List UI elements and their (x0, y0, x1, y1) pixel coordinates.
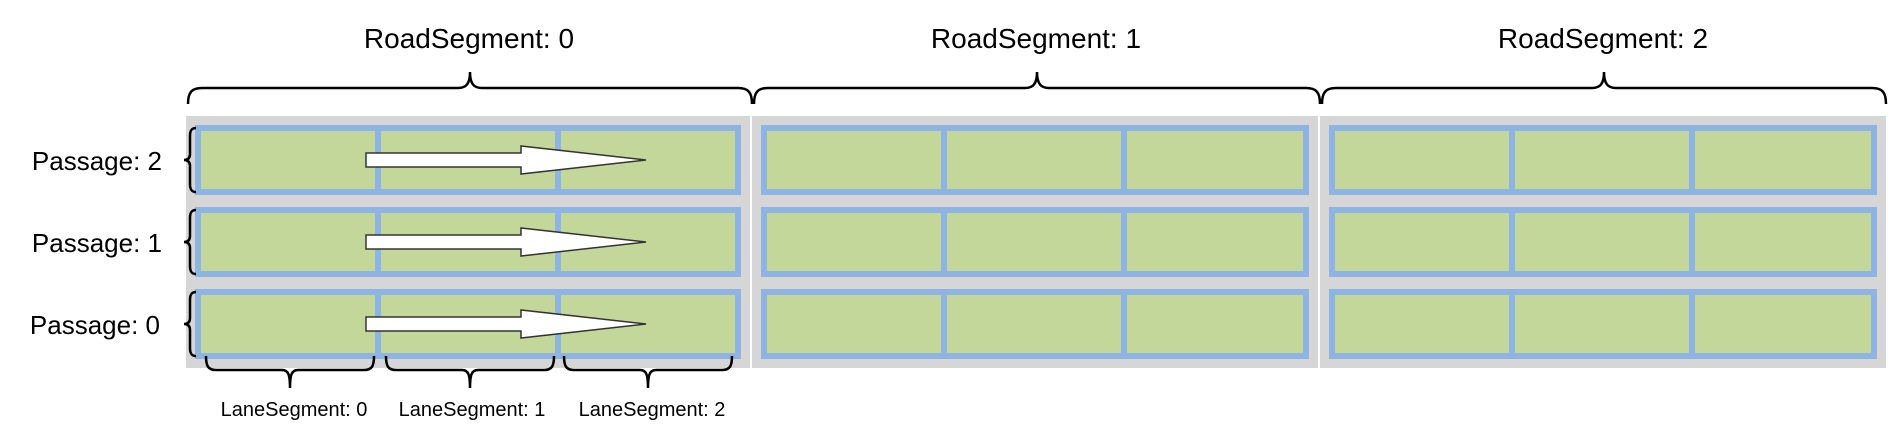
road-segment-1-passage-2 (761, 125, 1309, 195)
curly-brace-icon (186, 71, 754, 105)
lane-segment-2 (1121, 289, 1309, 359)
lane-segment-0 (1329, 289, 1515, 359)
lane-segment-2 (1689, 125, 1877, 195)
lane-segment-0 (1329, 207, 1515, 277)
lane-segment-2 (1689, 289, 1877, 359)
lane-segment-0 (761, 289, 947, 359)
passage-label: Passage: 2 (32, 146, 162, 176)
passage-label: Passage: 1 (32, 228, 162, 258)
road-segment-label: RoadSegment: 0 (364, 23, 574, 54)
lane-segment-1 (941, 125, 1127, 195)
right-arrow-icon (365, 309, 647, 339)
lane-segment-1 (1509, 289, 1695, 359)
curly-brace-icon (204, 355, 376, 389)
lane-segment-2 (1121, 125, 1309, 195)
lane-segment-0 (195, 289, 381, 359)
right-arrow-icon (365, 145, 647, 175)
curly-brace-icon (1320, 71, 1888, 105)
lane-segment-0 (761, 207, 947, 277)
curly-brace-icon (384, 355, 556, 389)
lane-segment-label: LaneSegment: 2 (579, 399, 726, 421)
passage-label: Passage: 0 (30, 310, 160, 340)
lane-segment-0 (761, 125, 947, 195)
road-segment-label: RoadSegment: 1 (931, 23, 1141, 54)
lane-segment-0 (195, 125, 381, 195)
curly-brace-icon (562, 355, 734, 389)
lane-segment-1 (1509, 125, 1695, 195)
curly-brace-icon (183, 290, 197, 358)
curly-brace-icon (752, 71, 1322, 105)
curly-brace-icon (183, 208, 197, 276)
lane-segment-2 (1689, 207, 1877, 277)
curly-brace-icon (183, 126, 197, 194)
road-segment-1-passage-1 (761, 207, 1309, 277)
road-segment-2-passage-0 (1329, 289, 1877, 359)
road-segment-1-passage-0 (761, 289, 1309, 359)
lane-segment-0 (195, 207, 381, 277)
lane-segment-2 (1121, 207, 1309, 277)
road-segment-label: RoadSegment: 2 (1498, 23, 1708, 54)
road-segment-2-passage-2 (1329, 125, 1877, 195)
lane-segment-0 (1329, 125, 1515, 195)
lane-segment-1 (1509, 207, 1695, 277)
lane-segment-1 (941, 207, 1127, 277)
lane-segment-1 (941, 289, 1127, 359)
lane-segment-label: LaneSegment: 1 (399, 399, 546, 421)
lane-segment-label: LaneSegment: 0 (221, 399, 368, 421)
right-arrow-icon (365, 227, 647, 257)
road-segment-2-passage-1 (1329, 207, 1877, 277)
